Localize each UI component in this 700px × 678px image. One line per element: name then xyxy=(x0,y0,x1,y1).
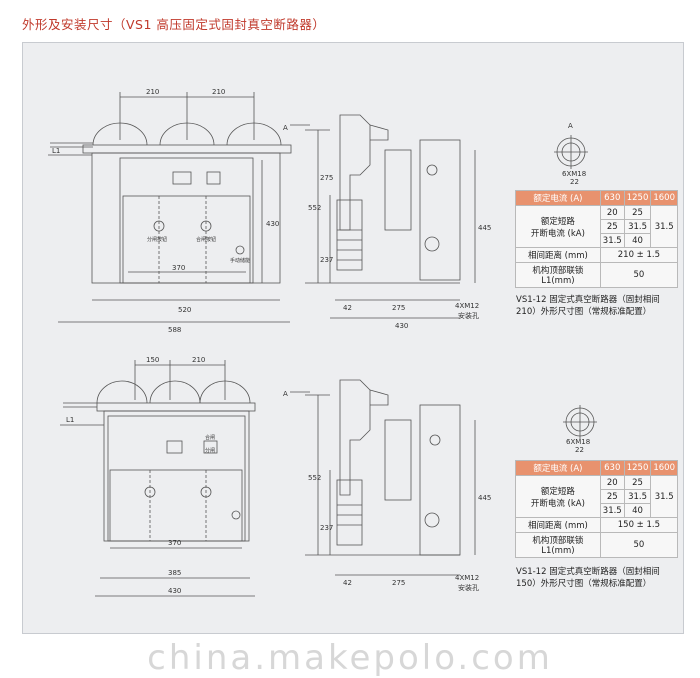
spec-table-1: 额定电流 (A) 630 1250 1600 额定短路 开断电流 (kA) 20… xyxy=(515,190,679,288)
cell: 25 xyxy=(623,475,652,490)
l1-label: 机构顶部联锁 L1(mm) xyxy=(515,262,601,288)
detail-bolt-2: 6XM18 xyxy=(566,438,590,446)
cell: 31.5 xyxy=(623,219,652,234)
th-1600: 1600 xyxy=(650,190,678,206)
dim-210: 210 xyxy=(192,356,205,364)
dim-150: 150 xyxy=(146,356,159,364)
th-1250: 1250 xyxy=(623,190,652,206)
front-view-2 xyxy=(60,360,256,597)
bolt-note-2: 安装孔 xyxy=(458,583,479,592)
page-title: 外形及安装尺寸（VS1 高压固定式固封真空断路器） xyxy=(22,17,326,32)
label-left-btn: 分闸按钮 xyxy=(147,236,167,243)
cell: 31.5 xyxy=(650,475,678,518)
dim-552-2: 552 xyxy=(308,474,321,482)
cell: 31.5 xyxy=(599,503,625,518)
dim-42: 42 xyxy=(343,304,352,312)
dim-445: 445 xyxy=(478,224,491,232)
dim-430-2: 430 xyxy=(168,587,181,595)
dim-275h: 275 xyxy=(392,304,405,312)
bolt-4xm12: 4XM12 xyxy=(455,302,479,310)
cell: 31.5 xyxy=(650,205,678,248)
dim-275h-2: 275 xyxy=(392,579,405,587)
dim-L1-2: L1 xyxy=(66,416,74,424)
dim-385: 385 xyxy=(168,569,181,577)
label-A-2: A xyxy=(283,390,288,398)
dim-L1: L1 xyxy=(52,147,60,155)
dist-value: 150 ± 1.5 xyxy=(599,517,679,533)
bolt-4xm12-2: 4XM12 xyxy=(455,574,479,582)
side-view-2 xyxy=(290,379,476,576)
cell: 25 xyxy=(623,205,652,220)
table1-caption: VS1-12 固定式真空断路器（固封相间210）外形尺寸图（常规标准配置） xyxy=(516,295,660,317)
dim-430b: 430 xyxy=(395,322,408,330)
l1-value: 50 xyxy=(599,262,679,288)
label-right-btn: 合闸按钮 xyxy=(196,236,216,243)
th-630: 630 xyxy=(599,190,625,206)
cell: 25 xyxy=(599,219,625,234)
dim-552: 552 xyxy=(308,204,321,212)
dim-210-a: 210 xyxy=(146,88,159,96)
dim-430: 430 xyxy=(266,220,279,228)
th-1250: 1250 xyxy=(623,460,652,476)
cell: 20 xyxy=(599,475,625,490)
detail-22: 22 xyxy=(570,178,579,186)
dist-label: 相间距离 (mm) xyxy=(515,247,601,263)
label-manual: 手动储能 xyxy=(230,257,250,264)
cell: 31.5 xyxy=(599,233,625,248)
cell: 31.5 xyxy=(623,489,652,504)
th-current: 额定电流 (A) xyxy=(515,460,601,476)
detail-view-1 xyxy=(554,135,588,169)
table2-caption: VS1-12 固定式真空断路器（固封相间150）外形尺寸图（常规标准配置） xyxy=(516,567,660,589)
th-current: 额定电流 (A) xyxy=(515,190,601,206)
bolt-note: 安装孔 xyxy=(458,311,479,320)
dist-value: 210 ± 1.5 xyxy=(599,247,679,263)
dim-210-b: 210 xyxy=(212,88,225,96)
label-btn2: 分闸 xyxy=(205,447,215,454)
th-1600: 1600 xyxy=(650,460,678,476)
dim-42-2: 42 xyxy=(343,579,352,587)
cell: 20 xyxy=(599,205,625,220)
detail-A: A xyxy=(568,122,573,130)
detail-22-2: 22 xyxy=(575,446,584,454)
l1-label: 机构顶部联锁 L1(mm) xyxy=(515,532,601,558)
cell: 40 xyxy=(623,233,652,248)
detail-view-2 xyxy=(563,405,597,439)
dim-237: 237 xyxy=(320,256,333,264)
spec-table-2: 额定电流 (A) 630 1250 1600 额定短路 开断电流 (kA) 20… xyxy=(515,460,679,558)
label-btn1: 合闸 xyxy=(205,434,215,441)
dim-520: 520 xyxy=(178,306,191,314)
th-630: 630 xyxy=(599,460,625,476)
dim-370: 370 xyxy=(172,264,185,272)
row-label: 额定短路 开断电流 (kA) xyxy=(515,205,601,248)
dim-588: 588 xyxy=(168,326,181,334)
cell: 25 xyxy=(599,489,625,504)
dim-445-2: 445 xyxy=(478,494,491,502)
cell: 40 xyxy=(623,503,652,518)
detail-bolt: 6XM18 xyxy=(562,170,586,178)
side-view-1 xyxy=(290,114,476,319)
label-A: A xyxy=(283,124,288,132)
dim-237-2: 237 xyxy=(320,524,333,532)
dim-370-2: 370 xyxy=(168,539,181,547)
dim-275v: 275 xyxy=(320,174,333,182)
dist-label: 相间距离 (mm) xyxy=(515,517,601,533)
row-label: 额定短路 开断电流 (kA) xyxy=(515,475,601,518)
front-view-1 xyxy=(48,92,292,323)
watermark: china.makepolo.com xyxy=(147,638,553,678)
l1-value: 50 xyxy=(599,532,679,558)
